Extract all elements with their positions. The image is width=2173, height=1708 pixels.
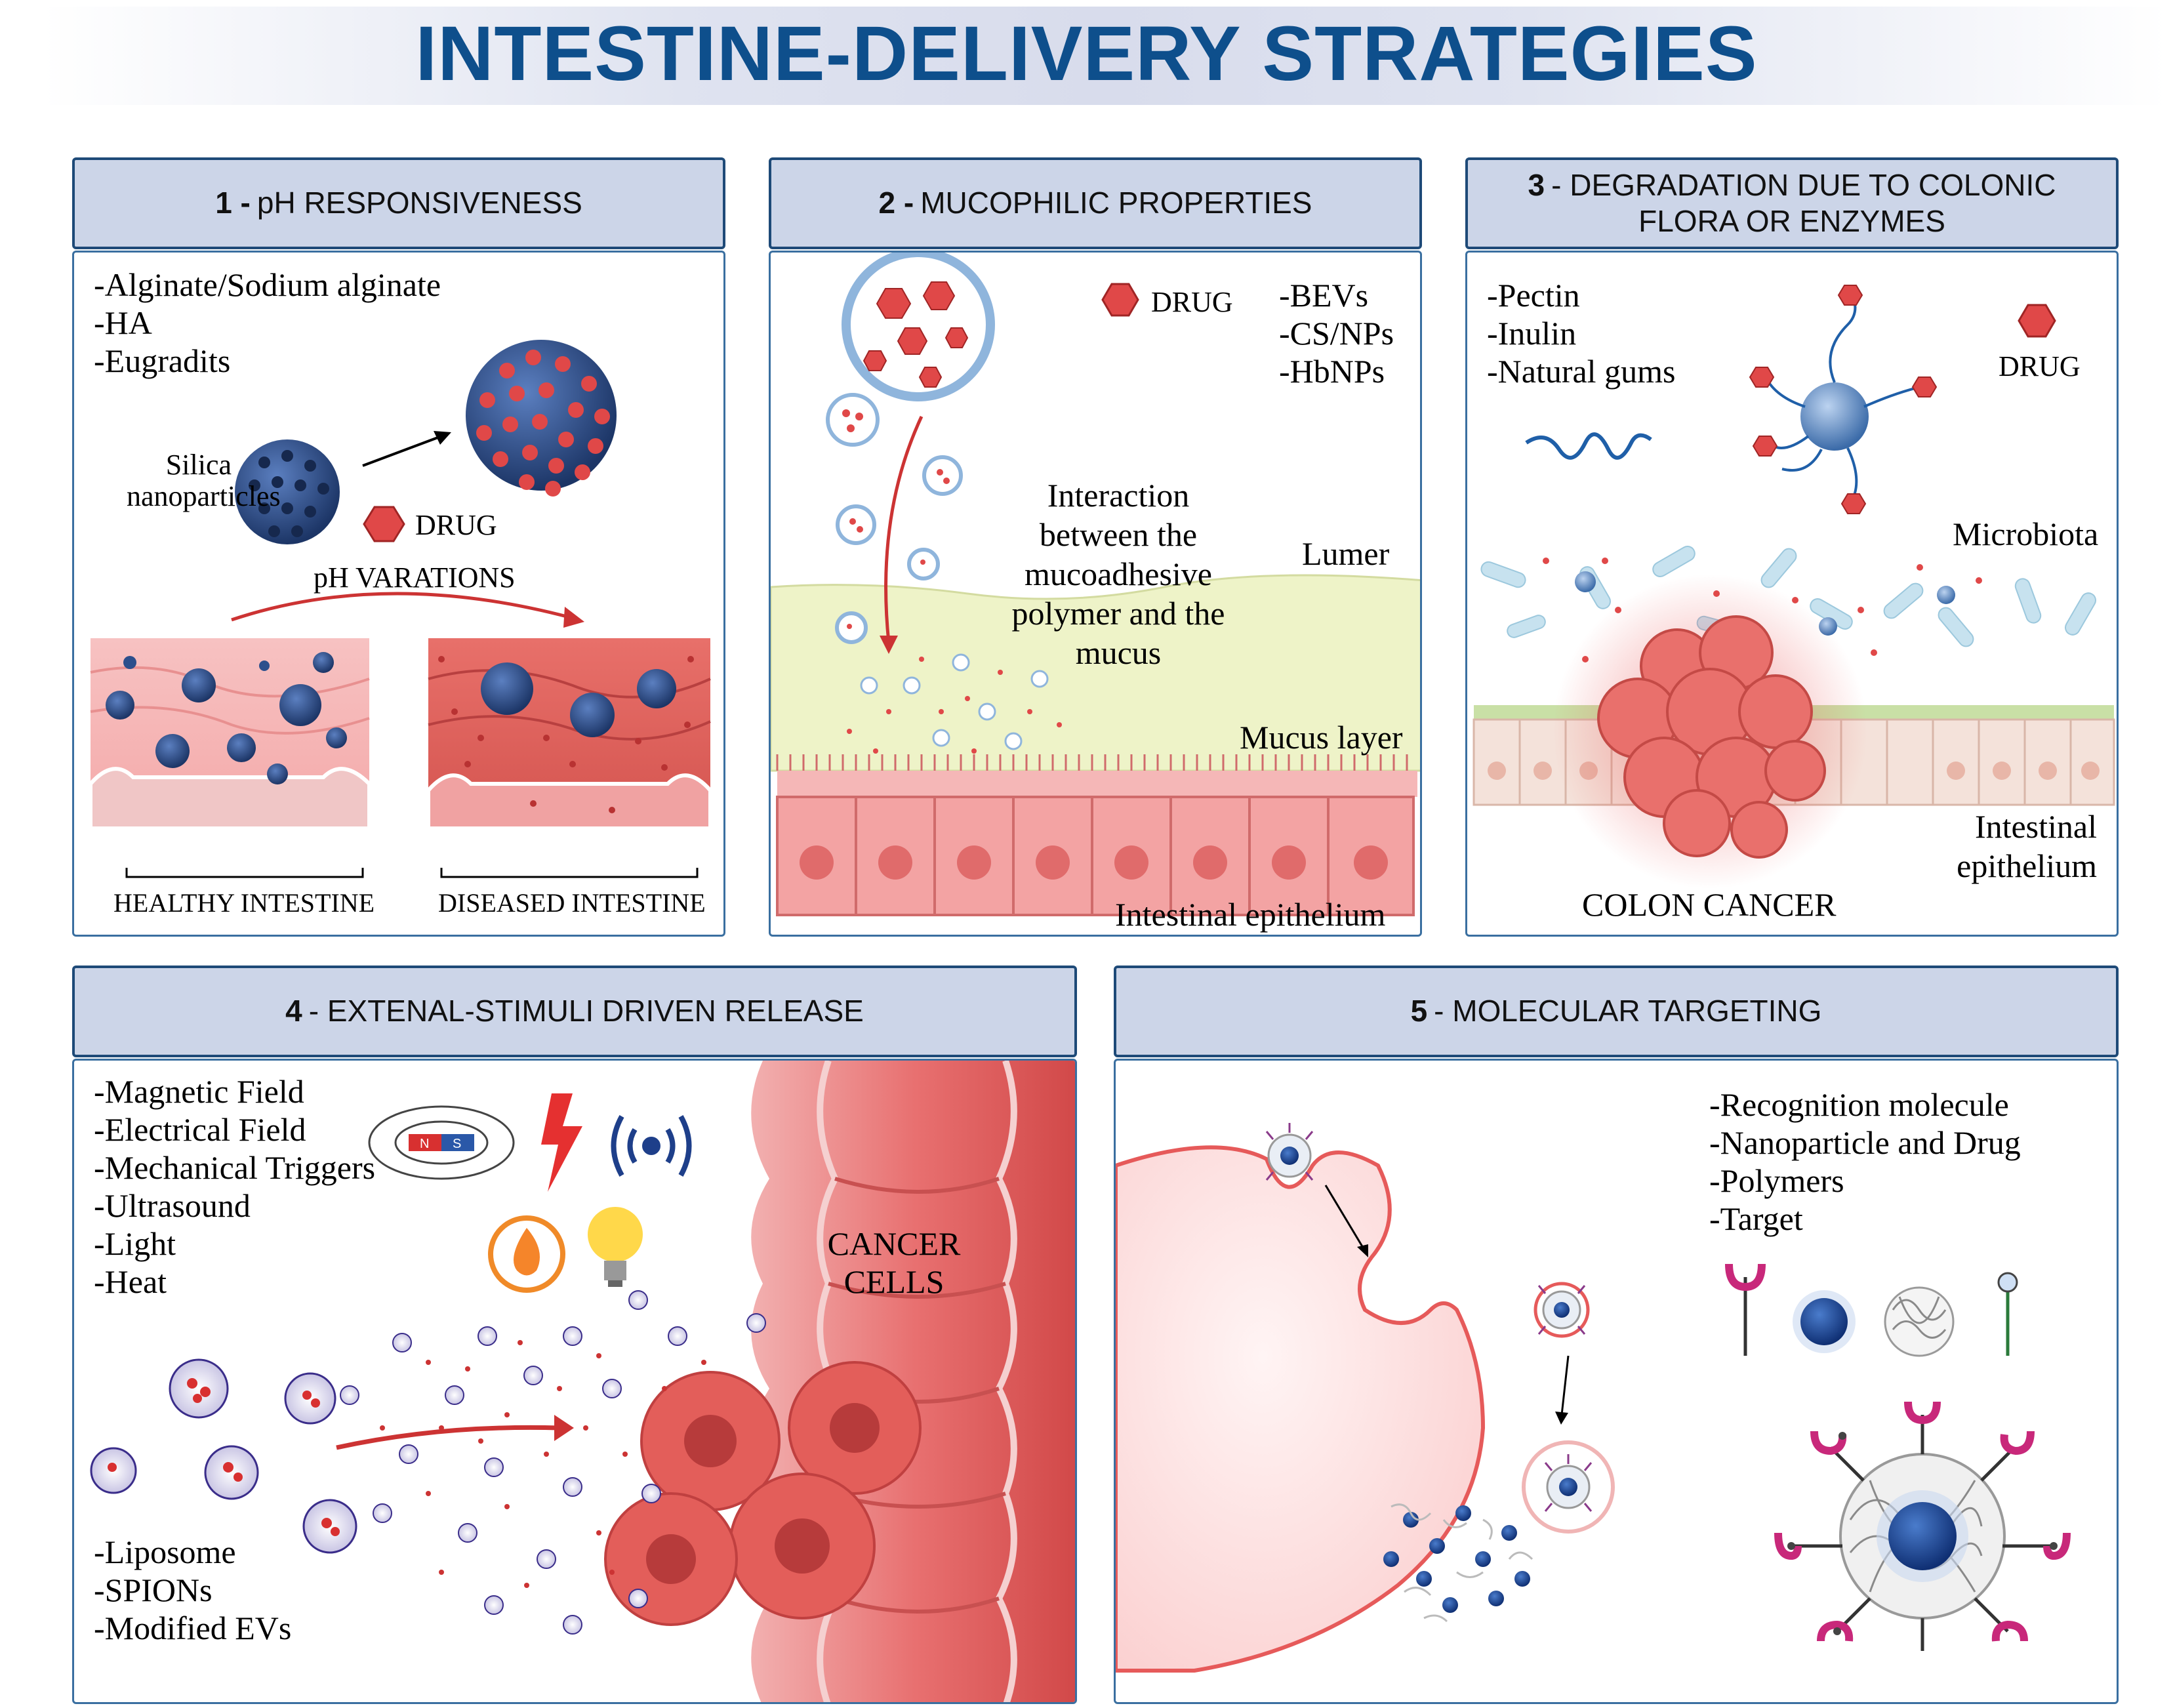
panel-5-illustration	[1116, 1123, 2071, 1673]
p5-item: -Recognition molecule	[1709, 1086, 2009, 1123]
panel-1-title: pH RESPONSIVENESS	[256, 186, 582, 220]
liposome-carriers	[90, 1358, 357, 1554]
colon-cancer-label: COLON CANCER	[1582, 886, 1837, 923]
microbiota-label: Microbiota	[1953, 516, 2099, 552]
panel-2-illustration	[771, 253, 1420, 916]
p4-item: -Mechanical Triggers	[94, 1149, 376, 1186]
panel-4-title: - EXTENAL-STIMULI DRIVEN RELEASE	[308, 994, 864, 1028]
interaction-line: mucoadhesive	[1024, 556, 1212, 592]
panel-1-number: 1 -	[215, 186, 251, 220]
polymer-icon	[1884, 1286, 1955, 1357]
p4-item: -Heat	[94, 1263, 167, 1300]
interaction-line: mucus	[1075, 634, 1162, 671]
p4-item: -Ultrasound	[94, 1187, 251, 1224]
ultrasound-icon	[611, 1115, 692, 1177]
interaction-line: between the	[1039, 516, 1198, 553]
target-cell	[1116, 1145, 1486, 1673]
panel-2-header: 2 -MUCOPHILIC PROPERTIES	[769, 157, 1422, 249]
p2-item: -BEVs	[1279, 277, 1369, 314]
p1-item: -HA	[94, 304, 152, 341]
panel-4-header: 4- EXTENAL-STIMULI DRIVEN RELEASE	[72, 966, 1077, 1057]
ph-variations-label: pH VARATIONS	[314, 561, 516, 594]
panel-2-body: DRUG -BEVs -CS/NPs -HbNPs Interaction be…	[769, 251, 1422, 937]
drug-vesicle-icon	[842, 253, 995, 401]
p2-epithelium-label: Intestinal epithelium	[1115, 896, 1386, 933]
cancer-cells-line1: CANCER	[827, 1225, 961, 1262]
flame-icon	[488, 1215, 565, 1293]
drug-loaded-nanoparticle-icon	[466, 340, 617, 497]
drug-hexagon-icon	[363, 506, 405, 542]
interaction-line: polymer and the	[1011, 595, 1225, 632]
light-bulb-icon	[588, 1207, 643, 1287]
panel-3-illustration	[1472, 285, 2115, 889]
p3-item: -Inulin	[1487, 315, 1577, 352]
colon-cancer-tumor	[1553, 574, 1867, 889]
lightning-icon	[541, 1093, 582, 1192]
panel-3-body: -Pectin -Inulin -Natural gums DRUG Micro…	[1465, 251, 2119, 937]
silica-label-2: nanoparticles	[127, 480, 281, 512]
panel-3-number: 3	[1528, 167, 1545, 202]
panel-4-number: 4	[285, 994, 302, 1028]
p5-item: -Target	[1709, 1200, 1803, 1237]
healthy-intestine-illustration	[89, 638, 371, 830]
interaction-line: Interaction	[1047, 477, 1190, 514]
panel-3-title-line1: - DEGRADATION DUE TO COLONIC	[1551, 167, 2056, 202]
drug-hexagon-icon	[1101, 283, 1139, 317]
released-particles	[340, 1290, 766, 1635]
p2-item: -HbNPs	[1279, 353, 1385, 390]
targeted-nanoparticle-assembly	[1774, 1401, 2071, 1651]
nanoparticle-drug-icon	[1793, 1290, 1856, 1353]
healthy-intestine-label: HEALTHY INTESTINE	[113, 888, 375, 918]
p1-item: -Eugradits	[94, 342, 231, 379]
p2-drug-label: DRUG	[1151, 286, 1233, 318]
panel-3-title-line2: FLORA OR ENZYMES	[1638, 204, 1945, 238]
p1-item: -Alginate/Sodium alginate	[94, 266, 441, 303]
panel-1-illustration	[89, 340, 712, 878]
page-title: INTESTINE-DELIVERY STRATEGIES	[415, 10, 1758, 97]
p4-item: -Light	[94, 1225, 176, 1262]
p4-carrier: -Modified EVs	[94, 1610, 292, 1646]
p2-item: -CS/NPs	[1279, 315, 1394, 352]
p1-drug-label: DRUG	[415, 509, 497, 541]
magnet-n-label: N	[420, 1137, 429, 1151]
lumer-label: Lumer	[1302, 535, 1390, 572]
recognition-molecule-icon	[1725, 1263, 1766, 1356]
mucus-layer-label: Mucus layer	[1240, 719, 1403, 756]
panel-5-number: 5	[1410, 994, 1428, 1028]
p4-item: -Electrical Field	[94, 1111, 306, 1148]
panel-2-title: MUCOPHILIC PROPERTIES	[920, 186, 1312, 220]
panel-5-title: - MOLECULAR TARGETING	[1434, 994, 1822, 1028]
drug-hexagon-icon	[2018, 304, 2056, 338]
p4-carrier: -SPIONs	[94, 1572, 213, 1608]
p4-carrier: -Liposome	[94, 1534, 236, 1570]
panel-4-illustration: N S	[90, 1061, 1075, 1702]
p5-item: -Polymers	[1709, 1162, 1844, 1199]
p3-epithelium-line2: epithelium	[1957, 847, 2097, 884]
p3-epithelium-line1: Intestinal	[1974, 808, 2097, 845]
epithelium-cells	[776, 754, 1417, 916]
title-banner	[42, 7, 2167, 105]
diseased-intestine-illustration	[426, 638, 712, 830]
polymer-nanoparticle-icon	[1749, 285, 1938, 514]
panel-5-header: 5- MOLECULAR TARGETING	[1114, 966, 2119, 1057]
p3-drug-label: DRUG	[1999, 350, 2081, 382]
target-icon	[1997, 1272, 2018, 1356]
p3-item: -Natural gums	[1487, 353, 1676, 390]
p5-item: -Nanoparticle and Drug	[1709, 1124, 2021, 1161]
p3-item: -Pectin	[1487, 277, 1580, 314]
magnet-s-label: S	[453, 1137, 461, 1151]
magnet-icon: N S	[368, 1105, 515, 1180]
small-vesicles	[826, 393, 963, 644]
panel-5-body: -Recognition molecule -Nanoparticle and …	[1114, 1059, 2119, 1704]
diseased-intestine-label: DISEASED INTESTINE	[438, 888, 706, 918]
silica-label-1: Silica	[165, 449, 232, 481]
panel-2-number: 2 -	[878, 186, 914, 220]
panel-1-body: -Alginate/Sodium alginate -HA -Eugradits…	[72, 251, 725, 937]
panel-4-body: N S	[72, 1059, 1077, 1704]
silica-nanoparticle-icon	[235, 439, 340, 544]
panel-1-header: 1 -pH RESPONSIVENESS	[72, 157, 725, 249]
p4-item: -Magnetic Field	[94, 1073, 304, 1110]
cancer-cells-line2: CELLS	[843, 1263, 944, 1300]
